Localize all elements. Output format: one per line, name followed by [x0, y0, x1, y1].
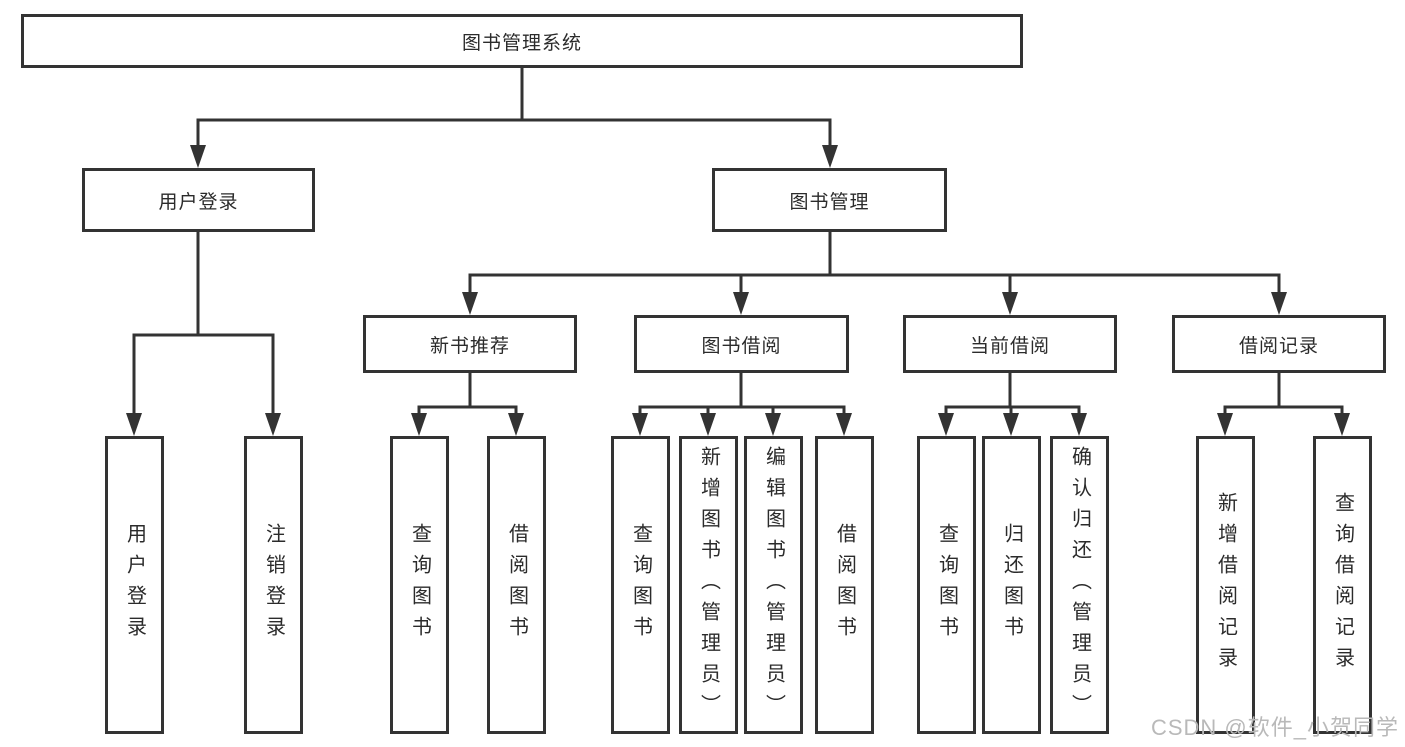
node-label: 图书管理系统 — [461, 32, 582, 54]
leaf-query-books-current: 查询图书 — [917, 436, 976, 734]
leaf-label: 借阅图书 — [833, 523, 856, 647]
node-user-login: 用户登录 — [82, 168, 315, 232]
leaf-label: 借阅图书 — [505, 523, 528, 647]
leaf-label: 查询借阅记录 — [1331, 492, 1354, 678]
leaf-label: 查询图书 — [935, 523, 958, 647]
leaf-label: 归还图书 — [1000, 523, 1023, 647]
node-current-borrowing: 当前借阅 — [903, 315, 1117, 373]
node-label: 当前借阅 — [969, 335, 1050, 357]
leaf-label: 新增借阅记录 — [1214, 492, 1237, 678]
leaf-borrow-books-borrowing: 借阅图书 — [815, 436, 874, 734]
leaf-query-books-borrowing: 查询图书 — [611, 436, 670, 734]
arrowheads — [126, 145, 1350, 436]
leaf-label: 用户登录 — [123, 523, 146, 647]
leaf-add-borrow-record: 新增借阅记录 — [1196, 436, 1255, 734]
leaf-edit-books-admin: 编辑图书（管理员） — [744, 436, 803, 734]
leaf-label: 新增图书（管理员） — [697, 445, 720, 725]
node-library-management-system: 图书管理系统 — [21, 14, 1023, 68]
leaf-confirm-return-admin: 确认归还（管理员） — [1050, 436, 1109, 734]
leaf-label: 查询图书 — [629, 523, 652, 647]
leaf-add-books-admin: 新增图书（管理员） — [679, 436, 738, 734]
leaf-user-login: 用户登录 — [105, 436, 164, 734]
leaf-logout: 注销登录 — [244, 436, 303, 734]
leaf-query-borrow-record: 查询借阅记录 — [1313, 436, 1372, 734]
leaf-return-books: 归还图书 — [982, 436, 1041, 734]
leaf-borrow-books-recommend: 借阅图书 — [487, 436, 546, 734]
node-label: 图书管理 — [789, 191, 870, 213]
leaf-label: 确认归还（管理员） — [1068, 445, 1091, 725]
leaf-label: 查询图书 — [408, 523, 431, 647]
watermark-text: CSDN @软件_小贺同学 — [1150, 715, 1399, 740]
leaf-query-books-recommend: 查询图书 — [390, 436, 449, 734]
connector-paths — [132, 66, 1344, 420]
leaf-label: 注销登录 — [262, 523, 285, 647]
node-new-book-recommendation: 新书推荐 — [363, 315, 577, 373]
leaf-label: 编辑图书（管理员） — [762, 445, 785, 725]
node-borrowing-records: 借阅记录 — [1172, 315, 1386, 373]
node-book-borrowing: 图书借阅 — [634, 315, 849, 373]
node-label: 新书推荐 — [429, 335, 510, 357]
node-label: 用户登录 — [158, 191, 239, 213]
node-label: 借阅记录 — [1238, 335, 1319, 357]
node-book-management: 图书管理 — [712, 168, 947, 232]
node-label: 图书借阅 — [701, 335, 782, 357]
